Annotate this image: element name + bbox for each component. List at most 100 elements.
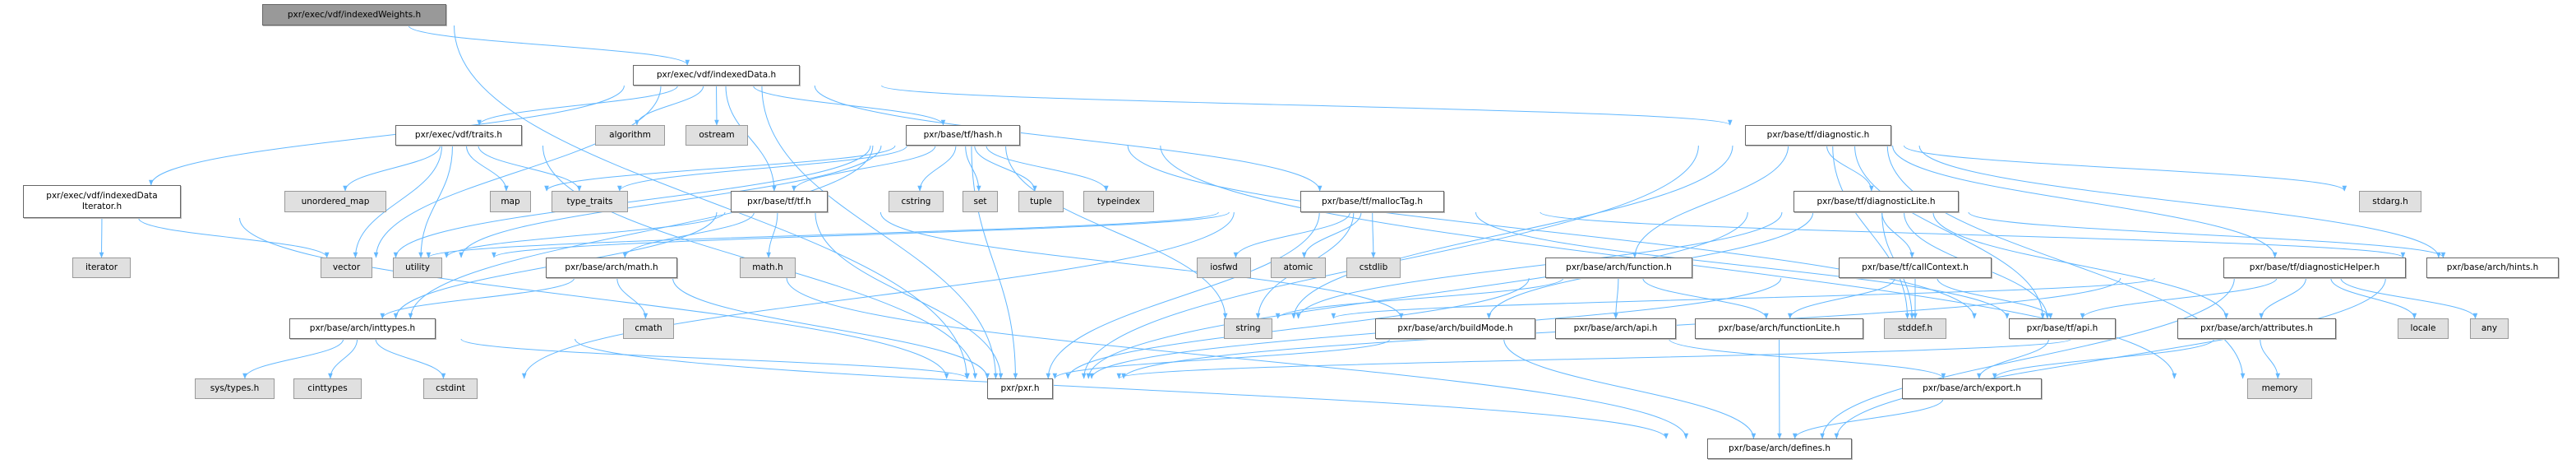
edge-diagnosticLite-to-callContext bbox=[1881, 211, 1914, 258]
node-hints[interactable]: pxr/base/arch/hints.h bbox=[2426, 258, 2559, 278]
node-memory: memory bbox=[2247, 378, 2312, 399]
edge-indexedData-to-traits bbox=[477, 85, 678, 126]
edge-diagnosticLite-to-attributes bbox=[1932, 211, 2229, 319]
edge-indexedData-to-vector bbox=[373, 85, 662, 258]
edge-indexedData-to-tf bbox=[725, 85, 777, 192]
node-ostream: ostream bbox=[686, 125, 748, 146]
node-functionLite[interactable]: pxr/base/arch/functionLite.h bbox=[1695, 318, 1863, 339]
edge-diagnosticLite-to-hints bbox=[1968, 211, 2446, 258]
edge-mallocTag-to-hints bbox=[1540, 211, 2405, 258]
node-mathh: math.h bbox=[740, 258, 796, 278]
node-utility: utility bbox=[393, 258, 442, 278]
node-cstdlib: cstdlib bbox=[1346, 258, 1401, 278]
node-attributes[interactable]: pxr/base/arch/attributes.h bbox=[2177, 318, 2336, 339]
node-set: set bbox=[963, 191, 998, 212]
node-traits[interactable]: pxr/exec/vdf/traits.h bbox=[395, 125, 522, 146]
edge-traits-to-utility bbox=[418, 145, 453, 258]
edge-hash-to-cstring bbox=[917, 145, 957, 192]
node-export[interactable]: pxr/base/arch/export.h bbox=[1902, 378, 2042, 399]
node-cstdint: cstdint bbox=[423, 378, 478, 399]
node-inttypes[interactable]: pxr/base/arch/inttypes.h bbox=[289, 318, 436, 339]
node-indexedData[interactable]: pxr/exec/vdf/indexedData.h bbox=[633, 65, 800, 86]
edge-attributes-to-export bbox=[1992, 338, 2215, 379]
edge-inttypes-to-cstdint bbox=[375, 338, 446, 379]
edge-inttypes-to-defines bbox=[575, 338, 1669, 439]
node-hash[interactable]: pxr/base/tf/hash.h bbox=[906, 125, 1020, 146]
edge-hash-to-pxr bbox=[971, 145, 1018, 379]
edge-diagnostic-to-hints bbox=[1918, 145, 2441, 258]
edge-indexedWeights-to-indexedData bbox=[408, 25, 690, 66]
edge-mallocTag-to-pxr bbox=[1046, 211, 1320, 379]
edge-callContext-to-tfApi bbox=[1937, 277, 2053, 319]
node-tuple: tuple bbox=[1018, 191, 1064, 212]
edge-archMath-to-cmath bbox=[616, 277, 649, 319]
edge-function-to-functionLite bbox=[1642, 277, 1769, 319]
node-diagnosticHelper[interactable]: pxr/base/tf/diagnosticHelper.h bbox=[2223, 258, 2406, 278]
node-archApi[interactable]: pxr/base/arch/api.h bbox=[1555, 318, 1676, 339]
edge-mallocTag-to-vector bbox=[426, 211, 1219, 258]
edge-mallocTag-to-atomic bbox=[1301, 211, 1362, 258]
edge-attributes-to-pxr bbox=[1116, 338, 2072, 379]
edge-diagnostic-to-diagnosticLite bbox=[1826, 145, 1874, 192]
edge-buildMode-to-pxr bbox=[1052, 338, 1391, 379]
edge-inttypes-to-cinttypes bbox=[328, 338, 358, 379]
edge-function-to-pxr bbox=[1065, 277, 1530, 379]
edge-archMath-to-defines bbox=[786, 277, 1689, 439]
edge-traits-to-map bbox=[465, 145, 509, 192]
node-stdarg: stdarg.h bbox=[2359, 191, 2421, 212]
edge-tf-to-utility bbox=[444, 211, 726, 258]
edge-mallocTag-to-tfApi bbox=[1475, 211, 2010, 319]
edge-inttypes-to-systypes bbox=[242, 338, 344, 379]
node-stddef: stddef.h bbox=[1884, 318, 1946, 339]
node-pxr[interactable]: pxr/pxr.h bbox=[987, 378, 1053, 399]
edge-function-to-string bbox=[1275, 277, 1564, 319]
edge-indexedData-to-diagnostic bbox=[881, 85, 1733, 126]
node-defines[interactable]: pxr/base/arch/defines.h bbox=[1707, 438, 1852, 459]
edge-hash-to-inttypes bbox=[408, 145, 874, 319]
node-mallocTag[interactable]: pxr/base/tf/mallocTag.h bbox=[1300, 191, 1444, 212]
edge-diagnosticHelper-to-any bbox=[2340, 277, 2478, 319]
node-algorithm: algorithm bbox=[595, 125, 665, 146]
node-diagnosticLite[interactable]: pxr/base/tf/diagnosticLite.h bbox=[1794, 191, 1959, 212]
node-iterator: iterator bbox=[72, 258, 131, 278]
edge-diagnosticHelper-to-defines bbox=[1820, 277, 2235, 439]
edge-hash-to-tf bbox=[792, 145, 936, 192]
node-any: any bbox=[2470, 318, 2509, 339]
edge-inttypes-to-pxr bbox=[460, 338, 970, 379]
edge-tf-to-mathh bbox=[766, 211, 778, 258]
node-type_traits: type_traits bbox=[552, 191, 628, 212]
edge-diagnosticHelper-to-locale bbox=[2330, 277, 2417, 319]
edge-mallocTag-to-cstdint bbox=[521, 211, 1235, 379]
node-systypes: sys/types.h bbox=[195, 378, 275, 399]
node-diagnostic[interactable]: pxr/base/tf/diagnostic.h bbox=[1745, 125, 1891, 146]
edge-buildMode-to-defines bbox=[1503, 338, 1757, 439]
node-function[interactable]: pxr/base/arch/function.h bbox=[1545, 258, 1692, 278]
node-callContext[interactable]: pxr/base/tf/callContext.h bbox=[1839, 258, 1992, 278]
node-map: map bbox=[490, 191, 531, 212]
edge-callContext-to-functionLite bbox=[1787, 277, 1895, 319]
edge-indexedData-to-mallocTag bbox=[814, 85, 1323, 192]
node-indexedWeights[interactable]: pxr/exec/vdf/indexedWeights.h bbox=[262, 4, 446, 26]
edge-hash-to-type_traits bbox=[617, 145, 907, 192]
edge-diagnostic-to-diagnosticHelper bbox=[1892, 145, 2278, 258]
edge-tfApi-to-export bbox=[1977, 338, 2049, 379]
edge-export-to-defines bbox=[1792, 398, 1944, 439]
edge-attributes-to-memory bbox=[2260, 338, 2281, 379]
node-buildMode[interactable]: pxr/base/arch/buildMode.h bbox=[1375, 318, 1535, 339]
edge-traits-to-type_traits bbox=[478, 145, 582, 192]
edge-hash-to-utility bbox=[459, 145, 882, 258]
node-tf[interactable]: pxr/base/tf/tf.h bbox=[731, 191, 828, 212]
node-indexedDataIterator[interactable]: pxr/exec/vdf/indexedData Iterator.h bbox=[23, 185, 181, 218]
edge-hash-to-tuple bbox=[974, 145, 1037, 192]
edge-tf-to-buildMode bbox=[879, 211, 1404, 319]
edge-diagnostic-to-stdarg bbox=[1903, 145, 2347, 192]
node-tfApi[interactable]: pxr/base/tf/api.h bbox=[2009, 318, 2116, 339]
edge-diagnosticHelper-to-attributes bbox=[2259, 277, 2306, 319]
edge-indexedDataIterator-to-pxr bbox=[239, 217, 949, 379]
node-archMath[interactable]: pxr/base/arch/math.h bbox=[546, 258, 677, 278]
node-vector: vector bbox=[321, 258, 372, 278]
node-atomic: atomic bbox=[1271, 258, 1326, 278]
node-locale: locale bbox=[2398, 318, 2449, 339]
